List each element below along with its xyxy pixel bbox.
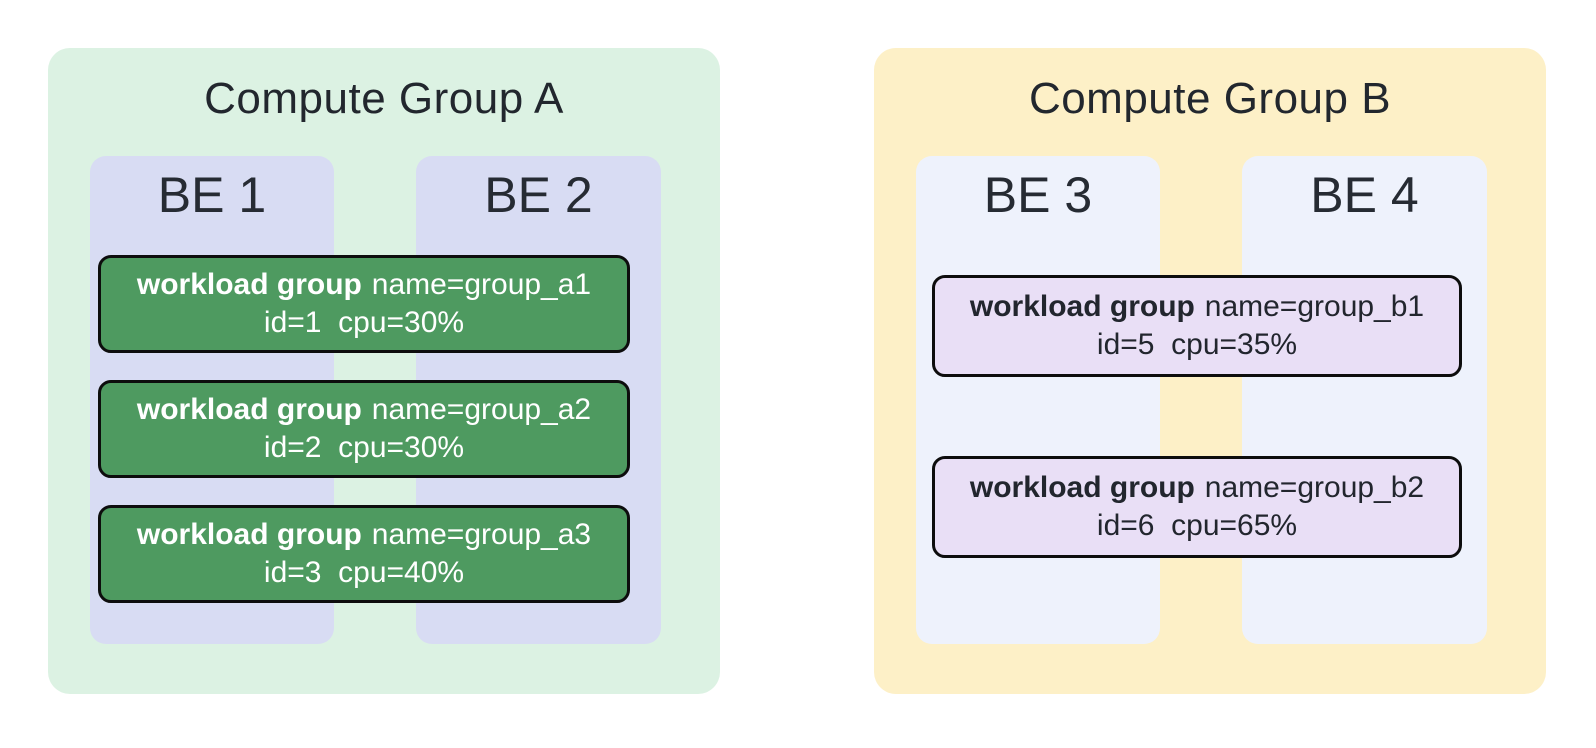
workload-group-b1: workload group name=group_b1 id=5 cpu=35% (932, 275, 1462, 377)
workload-group-a2-name-line: workload group name=group_a2 (137, 391, 591, 429)
workload-group-a2-name: name=group_a2 (371, 393, 592, 426)
be-2-label: BE 2 (484, 167, 593, 223)
workload-group-b2-name: name=group_b2 (1204, 471, 1425, 504)
workload-group-b2-name-line: workload group name=group_b2 (970, 469, 1424, 507)
workload-group-a3-keyword: workload group (136, 518, 362, 551)
workload-group-b1-keyword: workload group (969, 290, 1195, 323)
workload-group-a1-details: id=1 cpu=30% (263, 306, 465, 339)
workload-group-a2-details: id=2 cpu=30% (263, 431, 465, 464)
be-3-label: BE 3 (983, 167, 1093, 223)
be-4-label: BE 4 (1310, 167, 1419, 223)
workload-group-a1-name: name=group_a1 (371, 268, 592, 301)
workload-group-b1-details: id=5 cpu=35% (1096, 328, 1298, 361)
workload-group-a2-keyword: workload group (136, 393, 362, 426)
workload-group-b2: workload group name=group_b2 id=6 cpu=65% (932, 456, 1462, 558)
compute-group-a: Compute Group A BE 1 BE 2 workload group… (48, 48, 720, 694)
compute-group-b: Compute Group B BE 3 BE 4 workload group… (874, 48, 1546, 694)
workload-group-a1-name-line: workload group name=group_a1 (137, 266, 591, 304)
be-1-label: BE 1 (157, 167, 267, 223)
workload-group-a1: workload group name=group_a1 id=1 cpu=30% (98, 255, 630, 353)
be-node-3: BE 3 (916, 156, 1160, 644)
workload-group-b1-name: name=group_b1 (1204, 290, 1425, 323)
workload-group-a1-keyword: workload group (136, 268, 362, 301)
workload-group-b2-keyword: workload group (969, 471, 1195, 504)
be-node-4: BE 4 (1242, 156, 1487, 644)
workload-group-a3: workload group name=group_a3 id=3 cpu=40% (98, 505, 630, 603)
group-a-title: Compute Group A (204, 74, 564, 123)
group-b-title: Compute Group B (1028, 74, 1392, 123)
workload-group-a3-details: id=3 cpu=40% (263, 556, 465, 589)
workload-group-b1-name-line: workload group name=group_b1 (970, 288, 1424, 326)
workload-group-a3-name-line: workload group name=group_a3 (137, 516, 591, 554)
workload-group-a3-name: name=group_a3 (371, 518, 592, 551)
workload-group-b2-details: id=6 cpu=65% (1096, 509, 1298, 542)
workload-group-a2: workload group name=group_a2 id=2 cpu=30% (98, 380, 630, 478)
